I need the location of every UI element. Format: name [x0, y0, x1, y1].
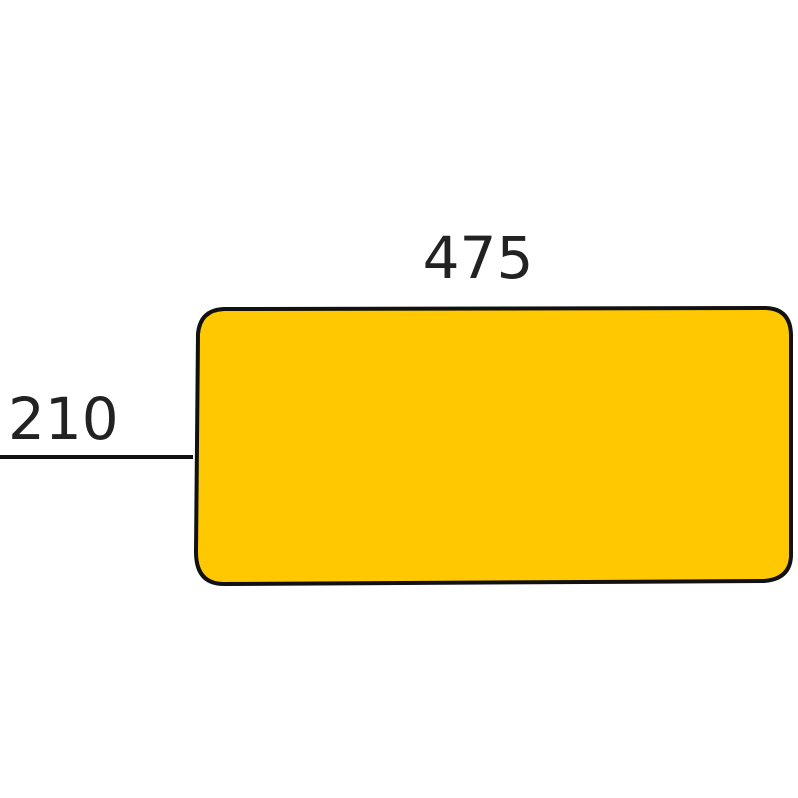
- width-dimension-label: 475: [423, 224, 534, 292]
- yellow-panel: [194, 306, 793, 586]
- height-dimension-label: 210: [8, 385, 119, 453]
